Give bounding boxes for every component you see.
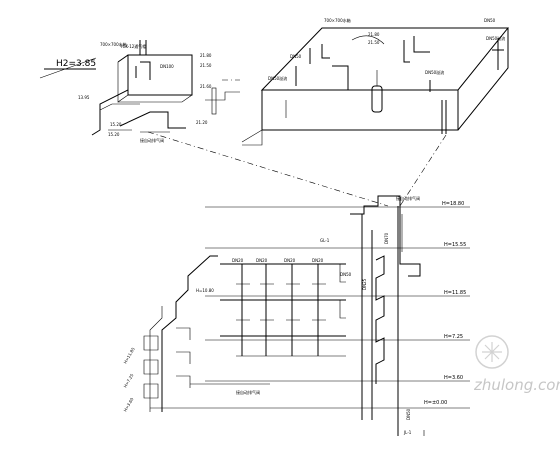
right-drop: [399, 206, 421, 277]
left-fl-2: H=7.25: [123, 372, 135, 388]
dn-label-1: DN20: [232, 258, 244, 263]
left-bend-2: [143, 359, 159, 375]
dn-label-5: DN50: [340, 272, 352, 277]
ul-inner-pipe: [135, 61, 151, 80]
dn-label-3: DN20: [284, 258, 296, 263]
ul-elev-7: 15.20: [108, 132, 120, 137]
ur-elev-top: 21.80: [368, 32, 380, 37]
ur-side-riser: [492, 38, 504, 70]
ul-elev-4: 21.20: [196, 120, 208, 125]
riser-bottom-tag: JL-1: [403, 430, 412, 435]
branch-ends: [339, 264, 346, 319]
ur-arc: [351, 35, 385, 45]
riser-base-label: DN50: [406, 408, 411, 420]
upper-left-view: H2=3.85 YGK-12通气帽 700×700水箱 DN100 21.80 …: [39, 40, 240, 143]
elevation-leader: [39, 57, 97, 79]
ul-elev-5: 13.95: [78, 95, 90, 100]
mid-elev: H=10.80: [196, 288, 214, 293]
lower-view: H=18.80 H=15.55 H=11.85 H=7.25 H=3.60 H=…: [123, 195, 470, 436]
left-riser: [161, 255, 218, 412]
elevation-mark: H2=3.85: [56, 59, 96, 69]
bottom-note: 接自动排气阀: [236, 389, 260, 395]
ur-dn-3: DN50溢流: [268, 75, 287, 81]
ur-dn-2: DN50: [290, 54, 302, 59]
ur-inner-pipes-2: [403, 36, 430, 63]
ul-vent-label: YGK-12通气帽: [119, 43, 146, 49]
ur-dn-5: DN50溢流: [486, 35, 505, 41]
ul-tank-front: [127, 54, 193, 96]
roof-elev: H=18.80: [442, 201, 464, 207]
ul-elev-6: 15.20: [110, 122, 122, 127]
top-tag: 接自动排气阀: [396, 195, 420, 201]
ul-valve-pipe: [205, 91, 240, 101]
ul-note: 接自动排气阀: [140, 137, 164, 143]
fl6-elev: H=15.55: [444, 242, 466, 248]
ur-tank-side: [457, 28, 509, 131]
callout-right: [399, 134, 447, 207]
ul-outlet-pipe: [119, 111, 186, 129]
callout-lines: [147, 79, 447, 207]
ul-tank-side: [117, 62, 129, 103]
watermark-logo: [475, 335, 509, 369]
ur-pedestal: [241, 129, 263, 146]
ul-branch: [99, 103, 140, 111]
ul-dim: DN100: [160, 64, 174, 69]
ul-elev-1: 21.80: [200, 53, 212, 58]
mid-right-tag: DN25: [362, 278, 367, 290]
ul-vent-pipe: [139, 40, 147, 55]
branch-grid: [220, 263, 346, 357]
dn-label-4: DN20: [312, 258, 324, 263]
base-elev: H=±0.00: [424, 400, 447, 406]
ur-tank-top: [260, 27, 510, 91]
left-branch-stubs: [176, 327, 191, 388]
left-bend-3: [143, 383, 159, 399]
ur-drop-pipe: [441, 100, 447, 134]
ur-elev-2: 21.50: [368, 40, 380, 45]
ul-tank-label: 700×700水箱: [100, 41, 127, 47]
ul-elev-2: 21.50: [200, 63, 212, 68]
ul-tank-edge: [117, 54, 129, 63]
fl3-elev: H=3.60: [444, 375, 463, 381]
right-jagged-riser: [375, 255, 385, 384]
ur-tank-label: 700×700水箱: [324, 17, 351, 23]
ul-valve: [211, 87, 217, 115]
watermark: zhulong.com: [473, 335, 560, 394]
ur-dn-1: DN50: [484, 18, 496, 23]
ul-down-pipe: [91, 89, 129, 136]
dn-label-2: DN20: [256, 258, 268, 263]
callout-left: [147, 131, 389, 207]
dn-main-label: DN70: [384, 232, 389, 244]
ul-tank-bottom: [118, 94, 193, 103]
left-fl-1: H=11.85: [123, 346, 136, 364]
upper-right-view: 700×700水箱 21.80 21.50 DN50 DN50 DN50溢流 D…: [241, 17, 510, 146]
left-bend-1: [143, 335, 159, 351]
fl5-elev: H=11.85: [444, 290, 466, 296]
branch-verticals: [241, 264, 319, 356]
top-connection: [350, 195, 401, 215]
ur-tank-front: [261, 90, 459, 131]
gl-tag: GL-1: [320, 238, 330, 243]
watermark-text: zhulong.com: [473, 376, 560, 394]
left-floor-bends: [143, 327, 270, 399]
left-fl-3: H=3.60: [123, 396, 135, 412]
ul-elev-3: 21.60: [200, 84, 212, 89]
ur-inner-pipes: [295, 44, 349, 90]
ur-dn-4: DN50溢流: [425, 69, 444, 75]
fl4-elev: H=7.25: [444, 334, 463, 340]
left-riser-2: [149, 306, 163, 412]
watermark-logo-mark: [482, 342, 502, 362]
